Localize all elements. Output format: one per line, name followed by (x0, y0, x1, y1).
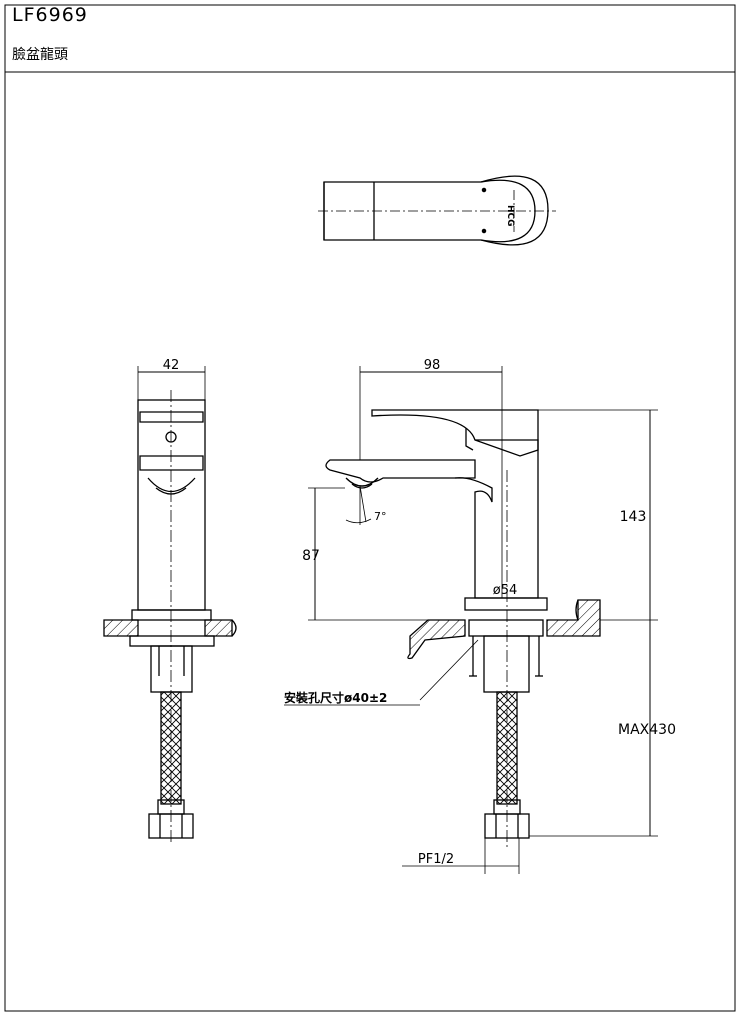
product-name: 臉盆龍頭 (12, 47, 68, 63)
side-view (103, 366, 237, 845)
dim-reach-label: 98 (424, 358, 441, 373)
dim-angle-label: 7° (374, 510, 387, 523)
front-view (284, 366, 658, 874)
mounting-hole-label: 安裝孔尺寸ø40±2 (284, 690, 387, 705)
dim-spout-height-label: 87 (302, 548, 320, 564)
model-number: LF6969 (12, 4, 88, 26)
dim-base-diameter-label: ø54 (493, 583, 518, 598)
title-frame (4, 4, 736, 1012)
hcg-logo: HCG (505, 205, 515, 227)
dim-thread-label: PF1/2 (418, 852, 454, 867)
top-view: HCG (318, 175, 556, 246)
dim-max-length-label: MAX430 (618, 722, 676, 738)
dim-height-label: 143 (620, 509, 647, 525)
dim-width-label: 42 (163, 358, 180, 373)
